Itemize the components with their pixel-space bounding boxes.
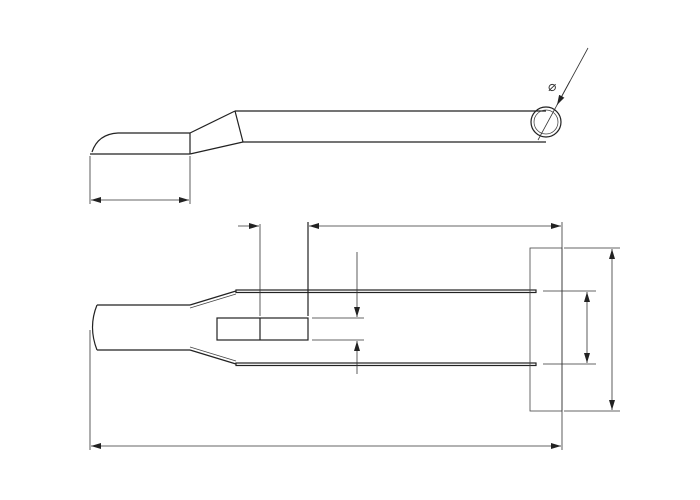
scoop-curve [91,132,190,153]
rail-bottom [235,362,537,367]
taper-top [189,290,237,306]
slot [216,317,309,341]
diameter-symbol: ⌀ [548,79,557,95]
taper-top-inner [189,293,237,309]
rail-top [235,289,537,294]
side-view: ⌀ [89,47,589,204]
transition-cut [234,110,244,143]
tube-end-curve [91,304,98,351]
ring-inner [533,109,559,135]
flange [529,247,563,412]
transition-bottom [189,141,244,155]
ring-outer [530,106,562,138]
diameter-arrow [556,80,571,106]
taper-bottom-inner [189,346,237,362]
plan-view [89,222,620,450]
taper-bottom [189,349,237,365]
transition-top [189,110,236,134]
